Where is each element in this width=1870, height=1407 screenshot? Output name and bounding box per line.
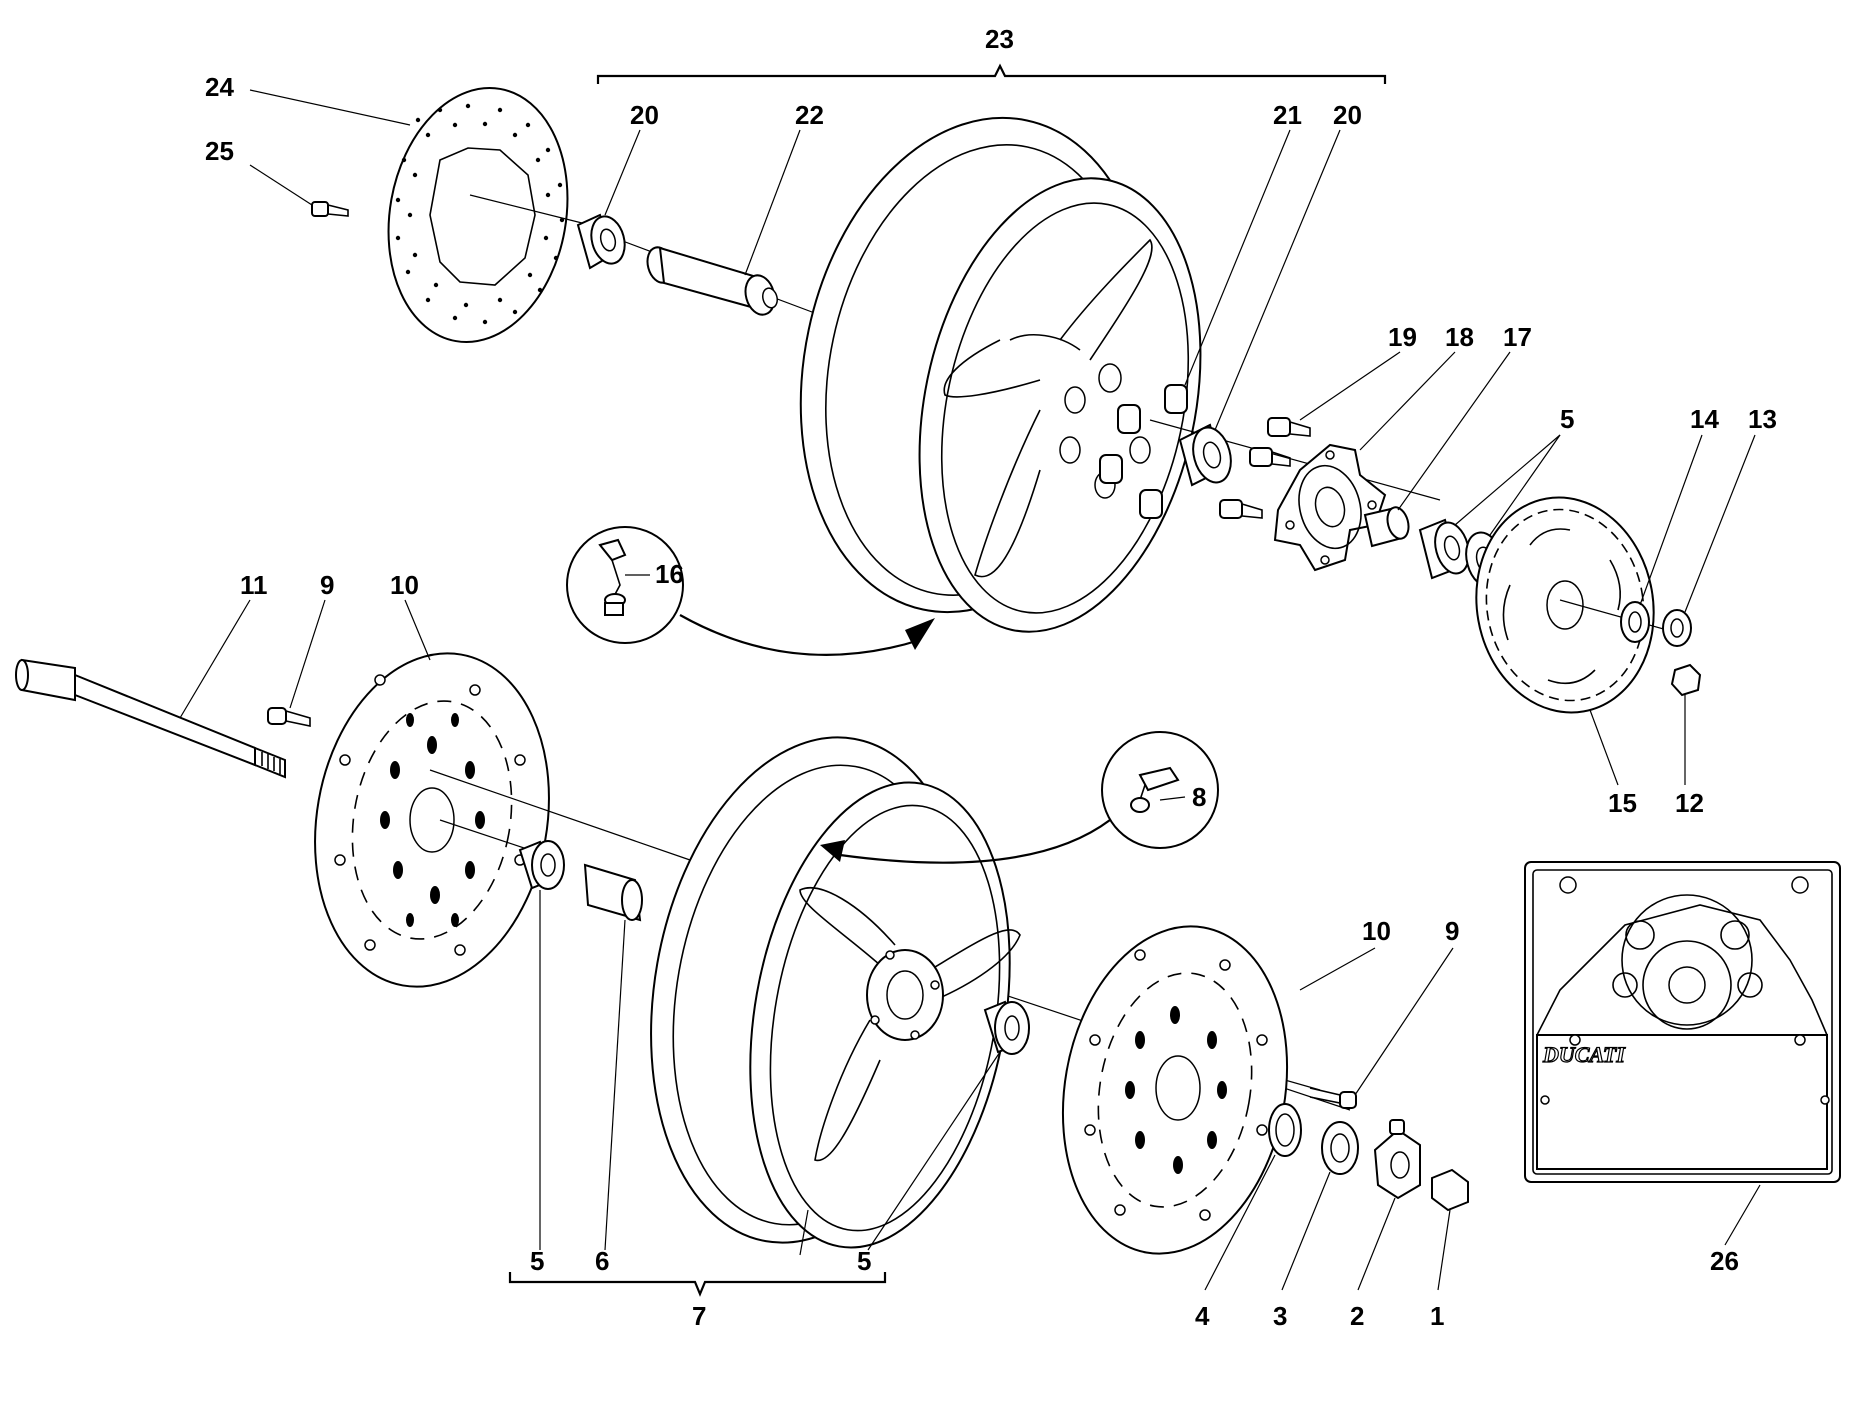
ducati-logo: DUCATI — [1542, 1042, 1626, 1067]
callout-25: 25 — [205, 136, 234, 166]
callout-16: 16 — [655, 559, 684, 589]
front-brake-disc-right — [1061, 925, 1289, 1255]
callout-10-right: 10 — [1362, 916, 1391, 946]
front-bearing-left — [518, 840, 565, 890]
callout-9-right: 9 — [1445, 916, 1459, 946]
callout-15: 15 — [1608, 788, 1637, 818]
callout-22: 22 — [795, 100, 824, 130]
front-nut-1 — [1431, 1168, 1469, 1212]
rear-bearing-left — [576, 213, 626, 270]
front-disc-bolt-left — [267, 707, 311, 727]
valve-inset-16 — [566, 526, 935, 657]
sprocket-nut-12 — [1670, 663, 1702, 697]
rear-spacer-tube — [646, 246, 778, 316]
front-bearing-right — [983, 1000, 1030, 1055]
callout-9-left: 9 — [320, 570, 334, 600]
callout-18: 18 — [1445, 322, 1474, 352]
sprocket-flange — [1273, 443, 1387, 572]
callout-20-right: 20 — [1333, 100, 1362, 130]
rear-wheel — [799, 116, 1202, 633]
leader-lines — [179, 89, 1761, 1291]
callout-6: 6 — [595, 1246, 609, 1276]
ducati-plate-26: DUCATI — [1524, 861, 1841, 1183]
callout-8: 8 — [1192, 782, 1206, 812]
sprocket-studs — [1219, 417, 1311, 519]
callout-1: 1 — [1430, 1301, 1444, 1331]
front-clamp-2 — [1373, 1119, 1421, 1200]
callout-21: 21 — [1273, 100, 1302, 130]
front-washer-3 — [1321, 1121, 1359, 1175]
valve-inset-8 — [820, 731, 1219, 864]
front-axle — [15, 658, 286, 779]
front-brake-disc-left — [314, 652, 550, 988]
bracket-23 — [596, 63, 1387, 84]
sprocket-washer-13 — [1662, 609, 1692, 647]
callout-26: 26 — [1710, 1246, 1739, 1276]
callout-7: 7 — [692, 1301, 706, 1331]
callout-20-left: 20 — [630, 100, 659, 130]
callout-14: 14 — [1690, 404, 1719, 434]
callout-5-lower-right: 5 — [857, 1246, 871, 1276]
callout-10-left: 10 — [390, 570, 419, 600]
disc-bolt-25 — [311, 201, 349, 217]
rear-sprocket — [1475, 496, 1655, 714]
callout-17: 17 — [1503, 322, 1532, 352]
callout-12: 12 — [1675, 788, 1704, 818]
rear-bearing-right — [1178, 423, 1232, 487]
callout-24: 24 — [205, 72, 234, 102]
callout-4: 4 — [1195, 1301, 1210, 1331]
callout-11: 11 — [240, 570, 268, 600]
front-spacer-6 — [583, 863, 643, 922]
callout-5-lower-left: 5 — [530, 1246, 544, 1276]
front-snap-ring-4 — [1268, 1103, 1302, 1157]
callout-labels: 23 24 25 20 22 21 20 19 18 17 5 14 13 16… — [205, 24, 1777, 1331]
flange-spacer — [1363, 506, 1410, 548]
callout-23: 23 — [985, 24, 1014, 54]
rear-brake-disc — [387, 87, 569, 343]
bracket-7 — [508, 1272, 887, 1297]
callout-13: 13 — [1748, 404, 1777, 434]
sprocket-washer-14 — [1620, 601, 1650, 643]
front-wheel — [650, 736, 1021, 1249]
callout-3: 3 — [1273, 1301, 1287, 1331]
callout-2: 2 — [1350, 1301, 1364, 1331]
callout-5-upper: 5 — [1560, 404, 1574, 434]
callout-19: 19 — [1388, 322, 1417, 352]
front-disc-bolt-right — [1309, 1087, 1357, 1109]
